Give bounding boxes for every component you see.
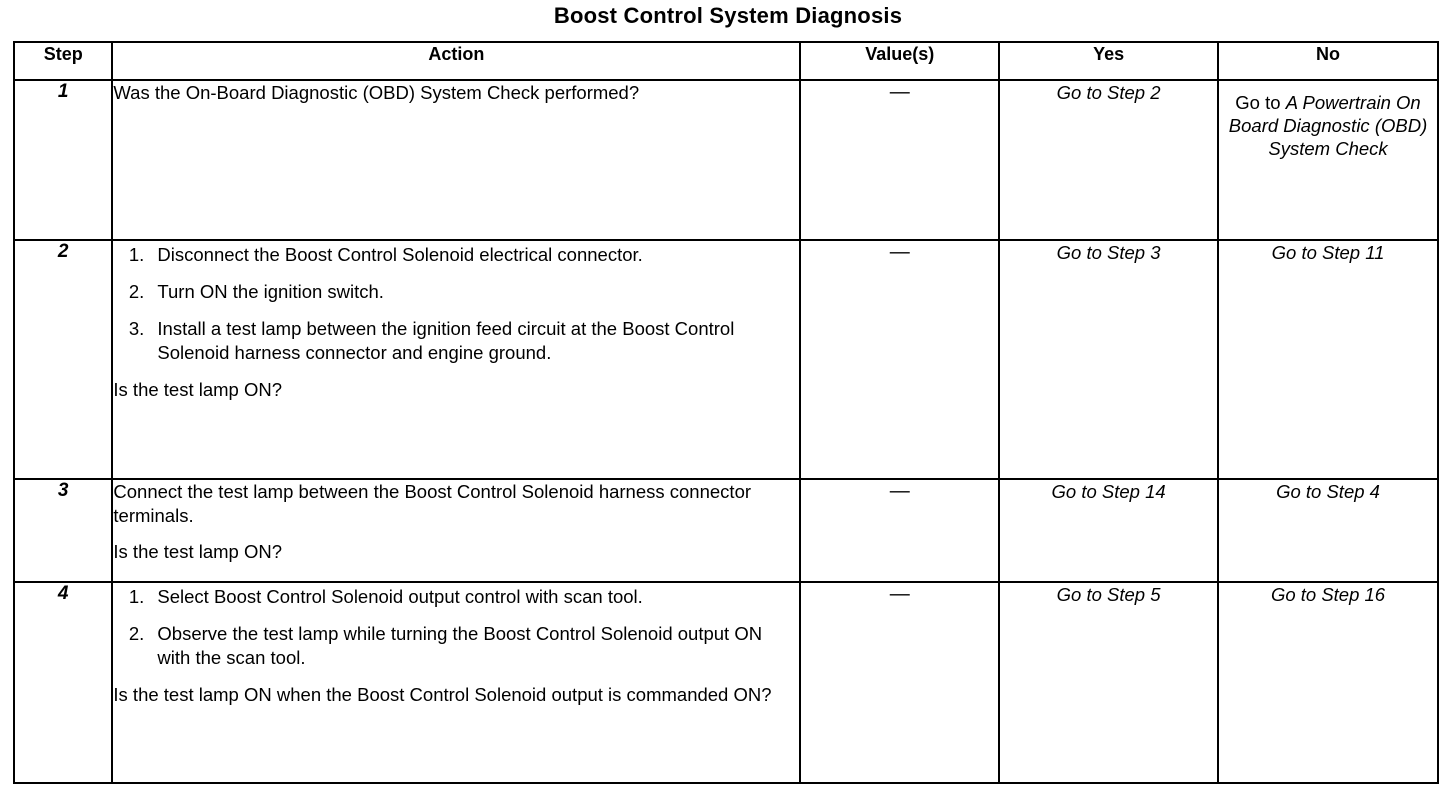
no-branch-target: Go to Step 16 (1270, 584, 1386, 605)
action-question: Is the test lamp ON when the Boost Contr… (113, 684, 772, 705)
yes-branch-target: Go to Step 2 (1056, 82, 1161, 103)
value-content: — (799, 581, 1001, 784)
table-header: Step Action Value(s) Yes No (12, 41, 1439, 81)
table-row: 1 Was the On-Board Diagnostic (OBD) Syst… (12, 79, 1439, 241)
step-number: 3 (12, 478, 114, 583)
action-content: Disconnect the Boost Control Solenoid el… (111, 239, 802, 480)
no-branch-target: Go to Step 11 (1271, 242, 1385, 263)
diagnostic-table: Step Action Value(s) Yes No 1 Was the On… (12, 41, 1439, 784)
yes-branch: Go to Step 5 (998, 581, 1220, 784)
action-step-item: Install a test lamp between the ignition… (149, 317, 799, 365)
action-content: Select Boost Control Solenoid output con… (111, 581, 802, 784)
column-header-value: Value(s) (799, 41, 1001, 81)
no-branch: Go to Step 4 (1217, 478, 1439, 583)
action-question: Is the test lamp ON? (113, 379, 283, 400)
yes-branch-target: Go to Step 3 (1056, 242, 1161, 263)
table-row: 4 Select Boost Control Solenoid output c… (12, 581, 1439, 784)
table-header-row: Step Action Value(s) Yes No (12, 41, 1439, 81)
value-content: — (799, 79, 1001, 241)
step-number: 2 (12, 239, 114, 480)
action-step-list: Disconnect the Boost Control Solenoid el… (113, 243, 799, 365)
yes-branch: Go to Step 2 (998, 79, 1220, 241)
action-content: Was the On-Board Diagnostic (OBD) System… (111, 79, 802, 241)
yes-branch-target: Go to Step 5 (1056, 584, 1161, 605)
action-paragraph: Was the On-Board Diagnostic (OBD) System… (113, 82, 640, 103)
column-header-action: Action (111, 41, 802, 81)
column-header-no: No (1217, 41, 1439, 81)
value-content: — (799, 478, 1001, 583)
action-question: Is the test lamp ON? (113, 541, 283, 562)
action-step-item: Select Boost Control Solenoid output con… (149, 585, 799, 609)
table-row: 3 Connect the test lamp between the Boos… (12, 478, 1439, 583)
column-header-step: Step (12, 41, 114, 81)
action-step-item: Observe the test lamp while turning the … (149, 622, 799, 670)
yes-branch: Go to Step 14 (998, 478, 1220, 583)
no-branch-target: A Powertrain On Board Diagnostic (OBD) S… (1228, 92, 1428, 159)
action-paragraph: Connect the test lamp between the Boost … (113, 481, 752, 526)
no-branch-target: Go to Step 4 (1276, 481, 1380, 502)
action-step-item: Disconnect the Boost Control Solenoid el… (149, 243, 799, 267)
no-branch: Go to A Powertrain On Board Diagnostic (… (1217, 79, 1439, 241)
page-title: Boost Control System Diagnosis (553, 3, 903, 28)
action-content: Connect the test lamp between the Boost … (111, 478, 802, 583)
step-number: 4 (12, 581, 114, 784)
no-branch-prefix: Go to (1235, 92, 1286, 113)
table-row: 2 Disconnect the Boost Control Solenoid … (12, 239, 1439, 480)
action-step-list: Select Boost Control Solenoid output con… (113, 585, 799, 670)
no-branch: Go to Step 16 (1217, 581, 1439, 784)
yes-branch-target: Go to Step 14 (1051, 481, 1166, 502)
table-body: 1 Was the On-Board Diagnostic (OBD) Syst… (12, 79, 1439, 784)
column-header-yes: Yes (998, 41, 1220, 81)
step-number: 1 (12, 79, 114, 241)
value-content: — (799, 239, 1001, 480)
action-step-item: Turn ON the ignition switch. (149, 280, 799, 304)
no-branch: Go to Step 11 (1217, 239, 1439, 480)
yes-branch: Go to Step 3 (998, 239, 1220, 480)
